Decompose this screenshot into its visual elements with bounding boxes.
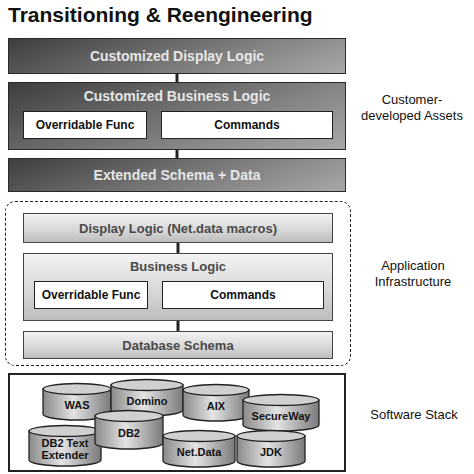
node-label: Commands [210, 288, 275, 302]
diagram-title: Transitioning & Reengineering [8, 3, 313, 27]
product-cylinder: JDK [236, 430, 306, 468]
cylinder-top [163, 431, 235, 442]
business-bar: Customized Business LogicOverridable Fun… [8, 82, 346, 150]
node-label: Domino [127, 389, 168, 407]
connector-line [176, 150, 179, 158]
product-cylinder: AIX [182, 384, 250, 422]
cylinder-top [111, 380, 183, 391]
cylinder-top [243, 395, 319, 406]
software-stack-box: Software StackWASDominoAIXSecureWayDB2 T… [8, 373, 346, 472]
connector-line [177, 243, 180, 253]
function-box: Overridable Func [23, 111, 147, 139]
node-label: DB2 [118, 421, 140, 439]
display-bar: Display Logic (Net.data macros) [23, 213, 333, 243]
node-label: Database Schema [122, 338, 233, 353]
node-label: DB2 Text Extender [28, 431, 102, 461]
node-label: WAS [64, 393, 89, 411]
node-label: Business Logic [130, 259, 226, 274]
node-label: Commands [214, 118, 279, 132]
product-cylinder: SecureWay [242, 394, 320, 432]
cylinder-top [95, 411, 163, 422]
connector-line [177, 321, 180, 331]
node-label: AIX [207, 394, 225, 412]
node-label: Overridable Func [42, 288, 141, 302]
node-label: JDK [260, 440, 282, 458]
side-label: Customer-developed Assets [356, 92, 468, 124]
node-label: Extended Schema + Data [94, 167, 261, 183]
business-bar: Business LogicOverridable Func Commands [23, 253, 333, 321]
schema-bar: Database Schema [23, 331, 333, 359]
product-cylinder: DB2 [94, 410, 164, 450]
schema-bar: Extended Schema + Data [8, 158, 346, 192]
side-label: Application Infrastructure [357, 258, 469, 290]
node-label: Display Logic (Net.data macros) [79, 221, 277, 236]
cylinder-top [43, 384, 111, 395]
connector-line [176, 74, 179, 82]
node-label: Overridable Func [36, 118, 135, 132]
cylinder-top [183, 385, 249, 396]
display-bar: Customized Display Logic [8, 38, 346, 74]
node-label: Customized Display Logic [90, 48, 264, 64]
infrastructure-group: Application InfrastructureDisplay Logic … [5, 201, 351, 366]
node-label: Customized Business Logic [84, 88, 271, 104]
node-label: SecureWay [252, 404, 311, 422]
product-cylinder: Net.Data [162, 430, 236, 468]
node-label: Net.Data [177, 440, 222, 458]
cylinder-top [237, 431, 305, 442]
side-label: Software Stack [358, 407, 470, 423]
command-box: Commands [161, 111, 333, 139]
product-cylinder: DB2 Text Extender [28, 425, 102, 467]
command-box: Commands [162, 281, 324, 309]
cylinder-top [29, 426, 101, 437]
function-box: Overridable Func [34, 281, 148, 309]
